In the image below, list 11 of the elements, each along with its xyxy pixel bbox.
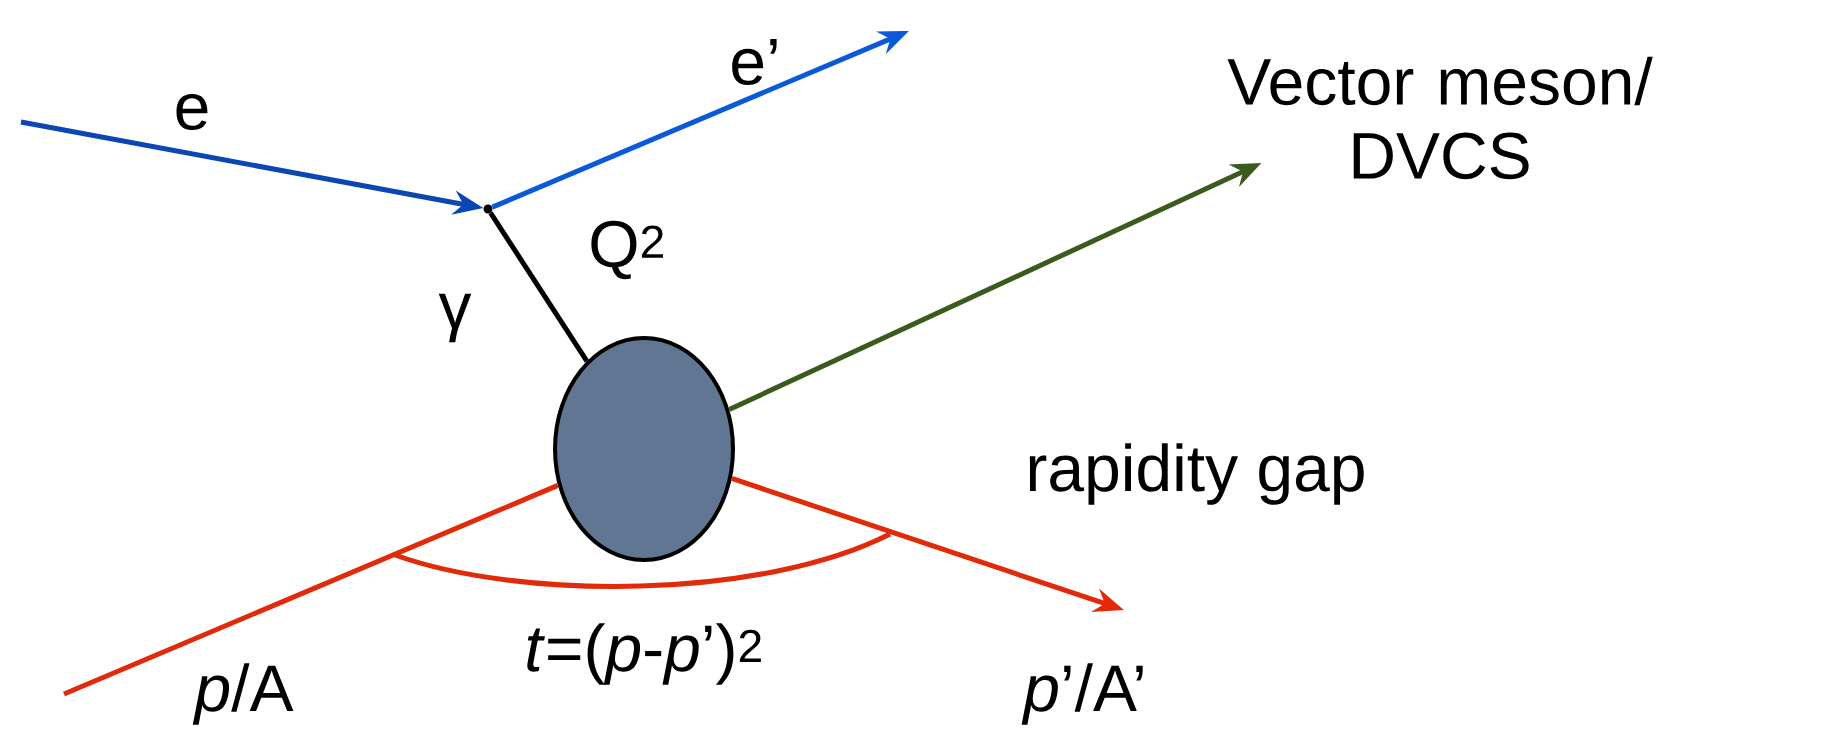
edge-label: e: [176, 93, 208, 131]
annotation-text: Q$^{2}$: [591, 220, 663, 280]
interaction-blob: [553, 336, 735, 562]
particle-label: Vector meson/ DVCS: [1227, 56, 1653, 180]
vertex-point: [483, 204, 493, 214]
edge-label: p’/A’: [1021, 663, 1143, 725]
edge-label: p/A: [192, 663, 294, 725]
annotation-text: rapidity gap: [1029, 443, 1364, 505]
edge-label: e’: [732, 39, 777, 85]
edge-label: γ: [438, 293, 472, 343]
annotation-text: t=(p-p’)$^{2}$: [527, 623, 761, 685]
